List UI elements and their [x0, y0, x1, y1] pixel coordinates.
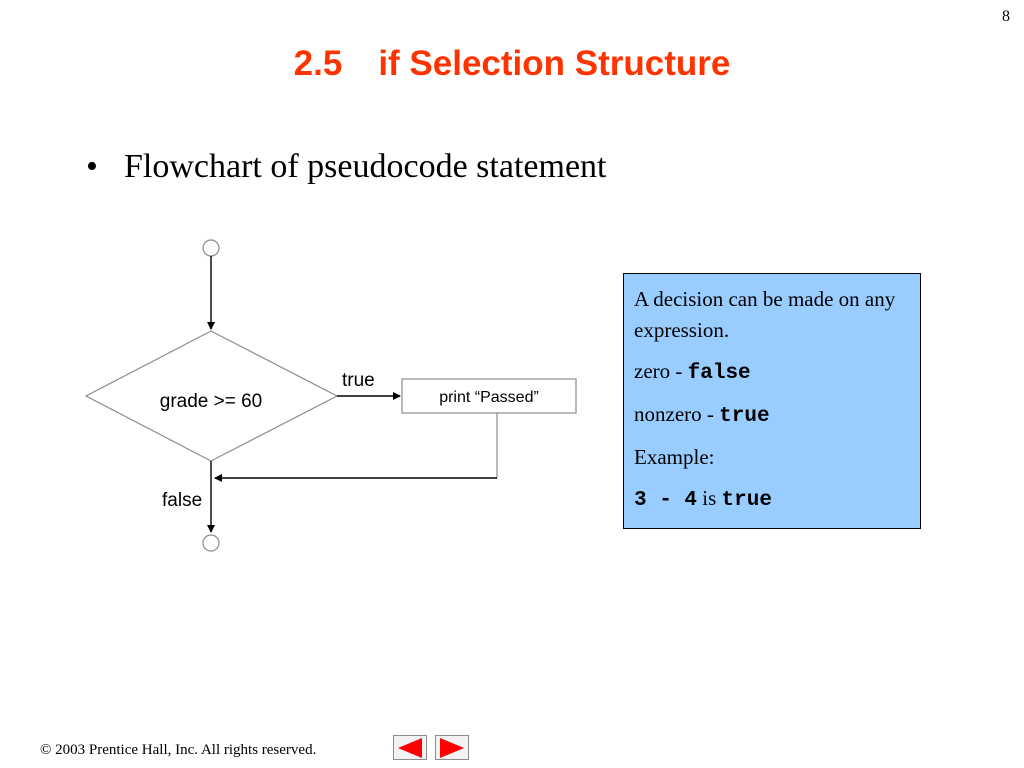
- action-box: [401, 378, 577, 414]
- zero-value: false: [687, 362, 751, 385]
- slide-title: 2.5 if Selection Structure: [0, 44, 1024, 84]
- callout-zero: zero - false: [634, 359, 751, 385]
- page-number: 8: [1002, 8, 1010, 25]
- action-label: print “Passed”: [439, 389, 539, 406]
- end-connector: [202, 534, 220, 552]
- false-label: false: [162, 490, 202, 511]
- bullet-dot-icon: •: [86, 148, 98, 185]
- true-label: true: [342, 370, 375, 391]
- nonzero-value: true: [719, 405, 770, 428]
- callout-intro: A decision can be made on any expression…: [634, 287, 896, 342]
- decision-label: grade >= 60: [160, 391, 262, 412]
- footer-copyright: © 2003 Prentice Hall, Inc. All rights re…: [40, 742, 317, 758]
- bullet-item: • Flowchart of pseudocode statement: [86, 148, 606, 186]
- previous-slide-button[interactable]: [393, 735, 427, 760]
- explanation-callout: A decision can be made on any expression…: [623, 273, 921, 529]
- example-expression: 3 - 4: [634, 489, 698, 512]
- callout-example-label: Example:: [634, 445, 715, 469]
- title-text: if Selection Structure: [378, 44, 731, 83]
- arrow-right-icon: [440, 737, 464, 758]
- title-number: 2.5: [293, 44, 343, 83]
- arrow-left-icon: [398, 737, 422, 758]
- next-slide-button[interactable]: [435, 735, 469, 760]
- bullet-text: Flowchart of pseudocode statement: [124, 148, 607, 185]
- example-result: true: [721, 489, 772, 512]
- start-connector: [202, 239, 220, 257]
- callout-example: 3 - 4 is true: [634, 486, 772, 512]
- callout-nonzero: nonzero - true: [634, 402, 770, 428]
